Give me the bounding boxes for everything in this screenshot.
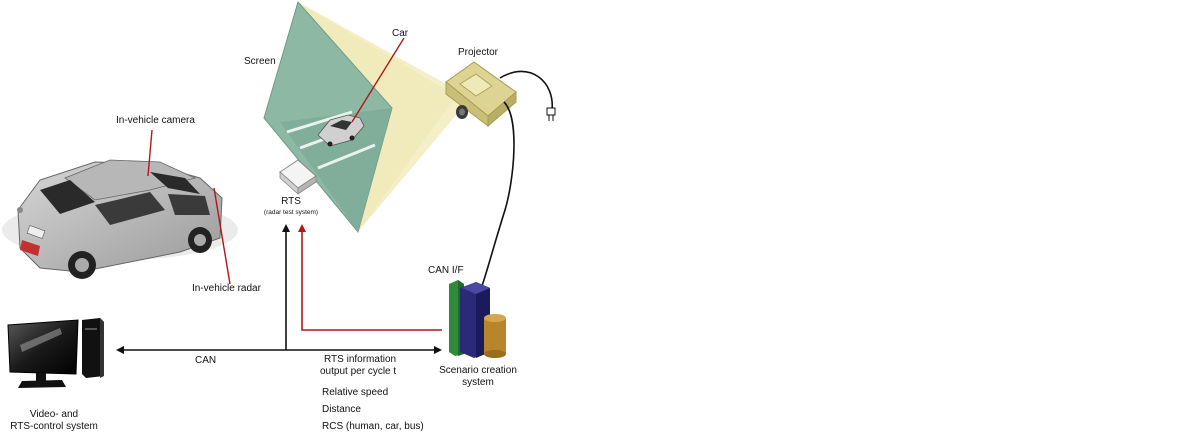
scenario-label-line2: system [462, 377, 494, 388]
computer-monitor-icon [7, 319, 79, 388]
projector-power-cable [499, 70, 553, 111]
in-vehicle-radar-label: In-vehicle radar [192, 283, 261, 294]
can-if-label: CAN I/F [428, 265, 464, 276]
rts-info-line2: output per cycle t [320, 366, 397, 377]
in-vehicle-camera-label: In-vehicle camera [116, 115, 195, 126]
can-label: CAN [195, 355, 217, 366]
rts-box-icon [279, 159, 317, 195]
video-label-line2: RTS-control system [10, 421, 98, 432]
car-label: Car [392, 28, 409, 39]
car-icon [2, 159, 238, 279]
radar-leader-line [213, 187, 231, 285]
power-plug-icon [546, 107, 556, 121]
car-leader-line [351, 37, 405, 123]
projector-label: Projector [458, 47, 499, 58]
video-label-line1: Video- and [29, 409, 79, 420]
screen-label: Screen [244, 56, 276, 67]
car-on-screen-icon [317, 114, 365, 147]
distance-label: Distance [322, 404, 361, 415]
rts-info-line1: RTS information [324, 354, 397, 365]
scenario-label-line1: Scenario creation [439, 365, 517, 376]
computer-tower-icon [82, 318, 104, 378]
relative-speed-label: Relative speed [322, 387, 389, 398]
rcs-label: RCS (human, car, bus) [322, 421, 424, 432]
projector-icon [445, 61, 517, 128]
camera-leader-line [147, 129, 153, 177]
projector-to-can-cable [481, 101, 515, 287]
scenario-to-rts-arrow [298, 224, 442, 331]
projection-screen [263, 0, 393, 234]
rts-sub-label: (radar test system) [263, 209, 319, 216]
server-bars-icon [449, 280, 506, 358]
rts-label: RTS [281, 196, 301, 207]
